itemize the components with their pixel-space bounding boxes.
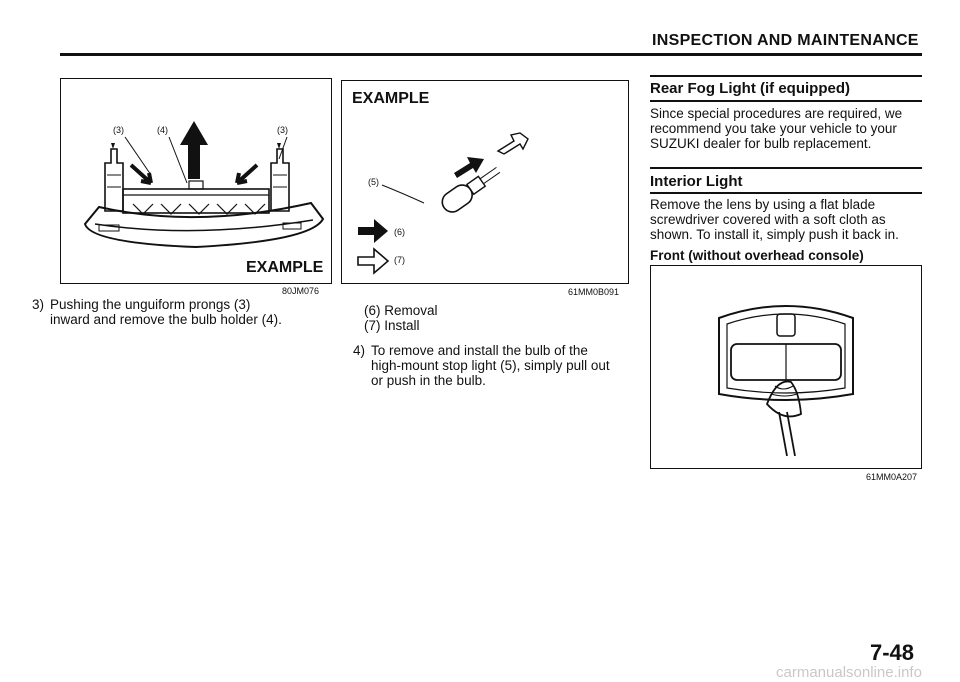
callout-6: (6)	[394, 227, 405, 237]
rear-fog-top-rule	[650, 75, 922, 77]
bulb-holder-illustration	[83, 121, 325, 249]
step-4-line-2: high-mount stop light (5), simply pull o…	[371, 358, 610, 373]
dome-lens-illustration	[718, 305, 854, 457]
prongs-figure: (3) (4) (3) EXAMPLE	[60, 78, 332, 284]
step-4-line-3: or push in the bulb.	[371, 373, 486, 388]
legend-install: (7) Install	[364, 318, 420, 333]
legend-removal: (6) Removal	[364, 303, 438, 318]
page-number: 7-48	[870, 640, 915, 665]
callout-7: (7)	[394, 255, 405, 265]
front-light-subheading: Front (without overhead console)	[650, 248, 864, 263]
interior-top-rule	[650, 167, 922, 169]
callout-4: (4)	[157, 125, 168, 135]
rear-fog-line-1: Since special procedures are required, w…	[650, 106, 903, 121]
figure-example-label: EXAMPLE	[246, 259, 324, 276]
figure-code: 61MM0A207	[866, 472, 918, 482]
page-section-title: INSPECTION AND MAINTENANCE	[652, 32, 919, 49]
step-3-line-1: Pushing the unguiform prongs (3)	[50, 297, 251, 312]
interior-line-1: Remove the lens by using a flat blade	[650, 197, 876, 212]
callout-3-right: (3)	[277, 125, 288, 135]
interior-bottom-rule	[650, 192, 922, 194]
figure-code: 61MM0B091	[568, 287, 620, 297]
rear-fog-line-3: SUZUKI dealer for bulb replacement.	[650, 136, 872, 151]
rear-fog-line-2: recommend you take your vehicle to your	[650, 121, 897, 136]
header-rule	[60, 53, 922, 56]
interior-light-figure	[650, 265, 922, 469]
stop-light-figure: EXAMPLE (5) (6) (7)	[341, 80, 629, 284]
figure-code: 80JM076	[282, 286, 320, 296]
rear-fog-bottom-rule	[650, 100, 922, 102]
callout-5: (5)	[368, 177, 379, 187]
figure-example-label: EXAMPLE	[352, 90, 430, 107]
step-3-line-2: inward and remove the bulb holder (4).	[50, 312, 282, 327]
interior-line-2: screwdriver covered with a soft cloth as	[650, 212, 886, 227]
footer-watermark: carmanualsonline.info	[776, 664, 922, 681]
interior-line-3: shown. To install it, simply push it bac…	[650, 227, 899, 242]
callout-3-left: (3)	[113, 125, 124, 135]
step-4-number: 4)	[353, 343, 366, 358]
step-4-line-1: To remove and install the bulb of the	[371, 343, 588, 358]
interior-light-title: Interior Light	[650, 173, 743, 190]
step-3-number: 3)	[32, 297, 45, 312]
stop-light-illustration	[357, 132, 529, 275]
rear-fog-title: Rear Fog Light (if equipped)	[650, 80, 850, 97]
